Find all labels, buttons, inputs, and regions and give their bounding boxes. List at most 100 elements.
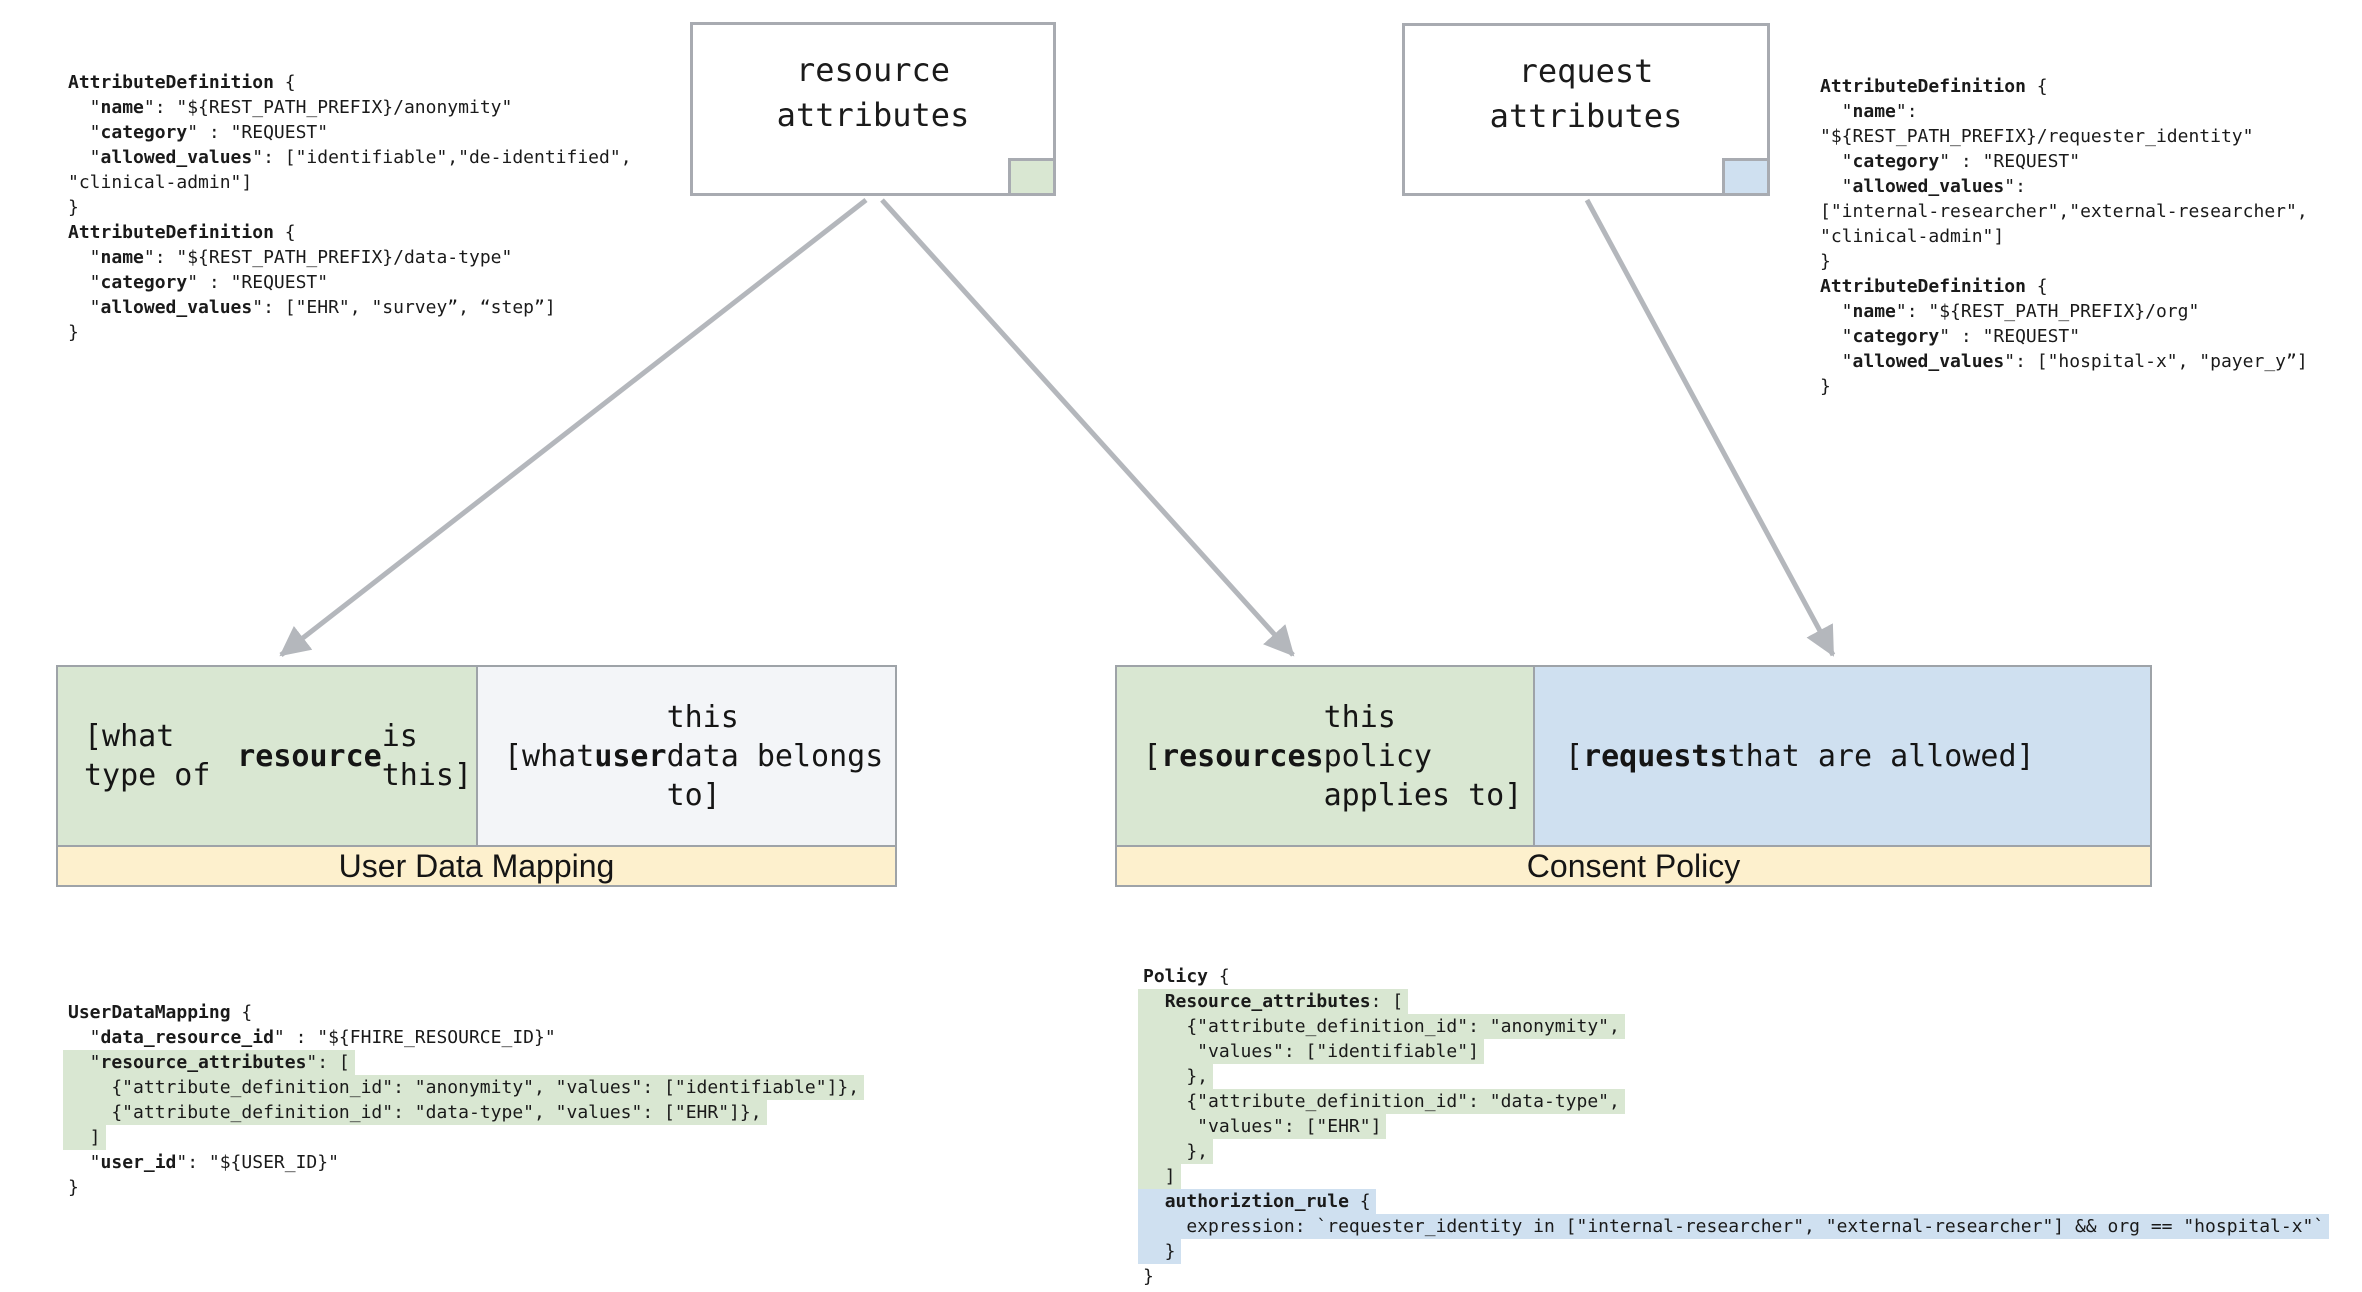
- code-text: " : "REQUEST": [1939, 151, 2081, 172]
- code-text: ": [68, 297, 101, 318]
- cp-requests-cell: [requests that are allowed]: [1535, 667, 2150, 845]
- code-key: data_resource_id: [100, 1027, 274, 1048]
- code-line: },: [1138, 1139, 2329, 1164]
- highlighted-code-line: expression: `requester_identity in ["int…: [1138, 1214, 2330, 1239]
- code-key: AttributeDefinition: [68, 222, 274, 243]
- code-text: ": "${REST_PATH_PREFIX}/anonymity": [143, 97, 513, 118]
- code-line: ]: [63, 1125, 864, 1150]
- request-blue-corner-swatch: [1722, 158, 1770, 196]
- code-text: ]: [1143, 1166, 1176, 1187]
- code-text: [what type of: [84, 719, 211, 793]
- code-text: [1143, 1191, 1165, 1212]
- plain-code-line: "clinical-admin"]: [1815, 224, 2009, 249]
- code-key: allowed_values: [1852, 351, 2005, 372]
- code-text: ": [68, 1027, 101, 1048]
- udm-cells-row: [what type of resource is this] [what us…: [58, 667, 895, 845]
- code-key: user: [594, 738, 667, 774]
- code-line: "clinical-admin"]: [68, 170, 637, 195]
- code-line: },: [1138, 1064, 2329, 1089]
- code-text: {"attribute_definition_id": "data-type",: [1143, 1091, 1620, 1112]
- code-text: ": [68, 1052, 101, 1073]
- code-text: [what: [504, 738, 595, 774]
- code-key: category: [1852, 326, 1940, 347]
- plain-code-line: AttributeDefinition {: [1815, 274, 2053, 299]
- plain-code-line: }: [63, 195, 84, 220]
- plain-code-line: "name": "${REST_PATH_PREFIX}/data-type": [63, 245, 517, 270]
- code-line: "name": "${REST_PATH_PREFIX}/data-type": [68, 245, 637, 270]
- code-key: UserDataMapping: [68, 1002, 231, 1023]
- code-text: ": [68, 97, 101, 118]
- code-key: user_id: [100, 1152, 177, 1173]
- code-line: ]: [1138, 1164, 2329, 1189]
- plain-code-line: "allowed_values": ["identifiable","de-id…: [63, 145, 637, 170]
- highlighted-code-line: "values": ["EHR"]: [1138, 1114, 1387, 1139]
- code-text: this data belongs to]: [666, 699, 884, 813]
- plain-code-line: "data_resource_id" : "${FHIRE_RESOURCE_I…: [63, 1025, 561, 1050]
- udm-user-cell: [what user this data belongs to]: [478, 667, 895, 845]
- code-line: "category" : "REQUEST": [1820, 324, 2313, 349]
- plain-code-line: "user_id": "${USER_ID}": [63, 1150, 344, 1175]
- code-line: "allowed_values":: [1820, 174, 2313, 199]
- plain-code-line: "category" : "REQUEST": [63, 270, 333, 295]
- highlighted-code-line: {"attribute_definition_id": "anonymity",…: [63, 1075, 865, 1100]
- highlighted-code-line: }: [1138, 1239, 1181, 1264]
- code-text: ": [1820, 326, 1853, 347]
- code-line: "allowed_values": ["identifiable","de-id…: [68, 145, 637, 170]
- resource-green-corner-swatch: [1008, 158, 1056, 196]
- plain-code-line: "allowed_values":: [1815, 174, 2031, 199]
- code-key: allowed_values: [100, 147, 253, 168]
- code-line: }: [68, 320, 637, 345]
- code-line: }: [1138, 1239, 2329, 1264]
- code-text: }: [1143, 1266, 1154, 1287]
- code-line: "allowed_values": ["hospital-x", "payer_…: [1820, 349, 2313, 374]
- plain-code-line: "category" : "REQUEST": [63, 120, 333, 145]
- code-text: ": ["hospital-x", "payer_y”]: [2004, 351, 2308, 372]
- code-text: {: [1208, 966, 1230, 987]
- code-text: {: [273, 222, 296, 243]
- code-line: "values": ["EHR"]: [1138, 1114, 2329, 1139]
- request-attributes-box: request attributes: [1402, 23, 1770, 196]
- code-text: that are allowed]: [1727, 738, 2035, 774]
- code-line: "name": "${REST_PATH_PREFIX}/anonymity": [68, 95, 637, 120]
- code-line: }: [68, 195, 637, 220]
- code-line: "data_resource_id" : "${FHIRE_RESOURCE_I…: [68, 1025, 864, 1050]
- code-text: this policy applies to]: [1323, 699, 1523, 813]
- code-line: {"attribute_definition_id": "data-type",: [1138, 1089, 2329, 1114]
- code-text: ": [1820, 301, 1853, 322]
- plain-code-line: }: [1138, 1264, 1159, 1289]
- resource-attributes-label: resource attributes: [776, 51, 970, 134]
- code-line: expression: `requester_identity in ["int…: [1138, 1214, 2330, 1239]
- highlighted-code-line: {"attribute_definition_id": "data-type",: [1138, 1089, 1625, 1114]
- code-line: ["internal-researcher","external-researc…: [1820, 199, 2313, 224]
- code-text: {"attribute_definition_id": "data-type",…: [68, 1102, 762, 1123]
- plain-code-line: "${REST_PATH_PREFIX}/requester_identity": [1815, 124, 2258, 149]
- code-line: }: [68, 1175, 864, 1200]
- code-text: "values": ["identifiable"]: [1143, 1041, 1479, 1062]
- code-text: ":: [2004, 176, 2026, 197]
- code-key: name: [1852, 301, 1896, 322]
- code-text: ": [68, 247, 101, 268]
- code-text: "values": ["EHR"]: [1143, 1116, 1382, 1137]
- code-text: }: [68, 197, 79, 218]
- code-key: name: [100, 247, 144, 268]
- code-text: ": [1820, 101, 1853, 122]
- code-text: ": [1820, 151, 1853, 172]
- plain-code-line: "allowed_values": ["hospital-x", "payer_…: [1815, 349, 2313, 374]
- code-text: "clinical-admin"]: [1820, 226, 2005, 247]
- user-data-mapping-code: UserDataMapping { "data_resource_id" : "…: [63, 1000, 865, 1200]
- request-attributes-label: request attributes: [1489, 51, 1683, 135]
- code-line: UserDataMapping {: [68, 1000, 864, 1025]
- plain-code-line: "name":: [1815, 99, 1923, 124]
- plain-code-line: }: [63, 320, 84, 345]
- code-text: [1143, 991, 1165, 1012]
- plain-code-line: }: [1815, 374, 1836, 399]
- code-line: AttributeDefinition {: [68, 220, 637, 245]
- plain-code-line: "category" : "REQUEST": [1815, 324, 2085, 349]
- code-key: category: [1852, 151, 1940, 172]
- code-line: }: [1143, 1264, 2329, 1289]
- plain-code-line: "category" : "REQUEST": [1815, 149, 2085, 174]
- highlighted-code-line: {"attribute_definition_id": "anonymity",: [1138, 1014, 1625, 1039]
- code-key: category: [100, 122, 188, 143]
- arrow-resource-to-consent-policy: [880, 198, 1295, 657]
